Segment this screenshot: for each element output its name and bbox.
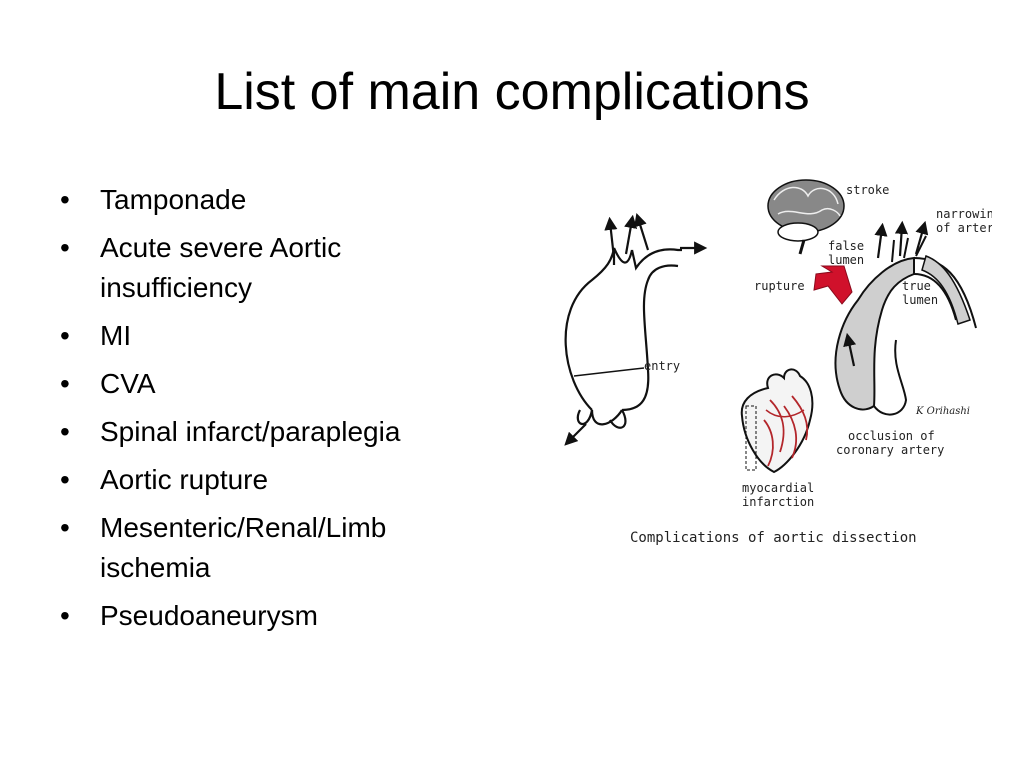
entry-pointer: entry [573,359,680,377]
list-item-text: Mesenteric/Renal/Limb ischemia [100,512,387,583]
bullet-icon: • [60,320,70,351]
bullet-icon: • [60,184,70,215]
list-item-text: Tamponade [100,184,247,215]
list-item-text: Aortic rupture [100,464,269,495]
dissected-aorta-diagram [834,220,977,416]
list-item-text: Pseudoaneurysm [100,600,318,631]
list-item: • Tamponade [58,180,478,220]
label-true-2: lumen [902,293,938,307]
label-false-2: lumen [828,253,864,267]
list-item: • Mesenteric/Renal/Limb ischemia [58,508,478,588]
label-false-1: false [828,239,864,253]
label-mi-2: infarction [742,495,814,509]
slide-title: List of main complications [214,63,810,121]
list-item-text: CVA [100,368,156,399]
rupture-arrow-icon [813,265,853,305]
label-mi-1: myocardial [742,481,814,495]
complications-list: • Tamponade • Acute severe Aortic insuffic… [58,180,478,644]
bullet-icon: • [60,416,70,447]
flow-arrows [564,212,708,446]
label-entry: entry [644,359,680,373]
list-item-text: Acute severe Aortic insufficiency [100,232,342,303]
aortic-dissection-diagram: entry stroke narrowing of artery [564,179,992,546]
list-item: • Pseudoaneurysm [58,596,478,636]
bullet-icon: • [60,512,70,543]
brain-icon [767,179,845,255]
author-signature: K Orihashi [915,406,970,417]
aorta-outline-diagram [564,247,682,429]
label-rupture: rupture [754,279,805,293]
label-occlusion-1: occlusion of [848,429,935,443]
list-item: • CVA [58,364,478,404]
list-item: • Aortic rupture [58,460,478,500]
label-true-1: true [902,279,931,293]
heart-icon [740,368,814,474]
label-narrowing-1: narrowing [936,207,992,221]
bullet-icon: • [60,464,70,495]
list-item-text: Spinal infarct/paraplegia [100,416,401,447]
list-item-text: MI [100,320,132,351]
label-narrowing-2: of artery [936,221,992,235]
label-stroke: stroke [846,183,889,197]
bullet-icon: • [60,368,70,399]
label-occlusion-2: coronary artery [836,443,944,457]
figure-caption: Complications of aortic dissection [630,530,917,546]
list-item: • MI [58,316,478,356]
list-item: • Spinal infarct/paraplegia [58,412,478,452]
bullet-icon: • [60,232,70,263]
list-item: • Acute severe Aortic insufficiency [58,228,478,308]
bullet-icon: • [60,600,70,631]
